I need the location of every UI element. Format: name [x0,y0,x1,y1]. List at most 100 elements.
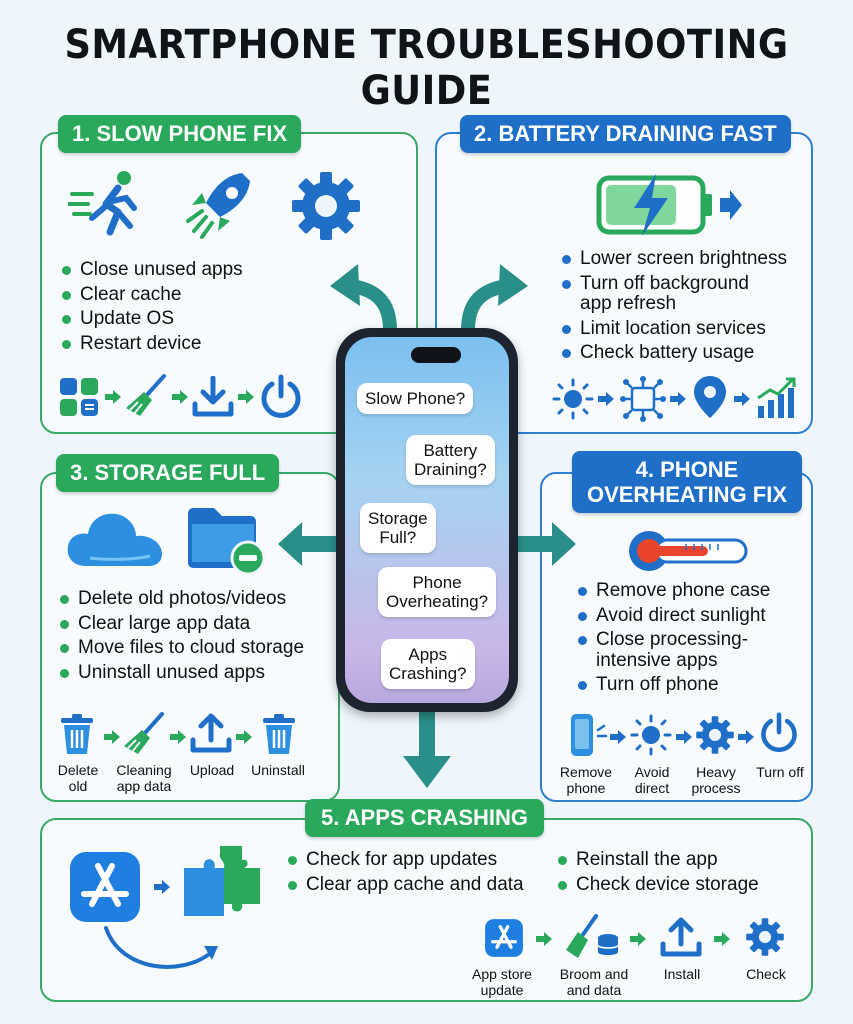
apps-crashing-panel [40,818,813,1002]
flow-label: app data [116,778,172,794]
list-item: Delete old photos/videos [58,587,304,612]
battery-icon [596,172,746,238]
gear-icon [694,714,736,756]
trash-icon [260,714,298,756]
list-item: Turn off phone [576,673,770,698]
slow-phone-tag: 1. SLOW PHONE FIX [58,115,302,153]
arrow-right-icon [170,730,186,744]
overheating-tag-line: OVERHEATING FIX [586,482,788,507]
question-bubble: Apps Crashing? [381,639,475,689]
overheating-tag-line: 4. PHONE [635,457,739,482]
download-icon [192,376,234,418]
usage-chart-icon [754,376,798,420]
bubble-text: Slow Phone? [365,389,466,408]
flow-label: Broom and [559,966,629,982]
flow-label: Turn off [756,764,804,780]
power-icon [758,712,800,754]
list-item: Avoid direct sunlight [576,604,770,629]
flow-label: phone [566,780,606,796]
list-item: app refresh [580,293,677,314]
page-title: SMARTPHONE TROUBLESHOOTING GUIDE [64,22,789,114]
phone-notch [411,347,461,363]
flow-label: Cleaning [116,762,172,778]
flow-label: Check [746,966,786,982]
gear-icon [288,168,364,244]
app-store-icon [484,918,524,958]
list-item: Close processing- [576,628,770,653]
apps-crashing-tag: 5. APPS CRASHING [305,799,545,837]
curved-arrow-icon [100,920,230,980]
list-item: Clear cache [60,283,243,308]
cloud-icon [64,506,166,570]
arrow-right-icon [676,730,692,744]
arrow-to-apps-crashing [403,710,451,795]
bubble-text: Full? [379,528,417,547]
arrow-right-icon [598,392,614,406]
broom-icon [124,374,168,418]
flow-label: process [691,780,741,796]
flow-label: and data [566,982,622,998]
bubble-text: Apps [408,645,448,664]
apps-crashing-steps-left: Check for app updates Clear app cache an… [286,848,524,897]
arrow-right-icon [236,730,252,744]
list-item: Move files to cloud storage [58,636,304,661]
power-icon [258,374,304,420]
flow-label: direct [634,780,670,796]
flow-label: Uninstall [251,762,305,778]
flow-label: update [480,982,524,998]
arrow-right-icon [738,730,754,744]
overheating-steps: Remove phone case Avoid direct sunlight … [576,579,770,698]
broom-data-icon [566,914,620,960]
flow-label: Avoid [634,764,670,780]
overheating-tag: 4. PHONE OVERHEATING FIX [572,451,802,513]
sun-icon [552,378,594,420]
arrow-right-icon [610,730,626,744]
list-item: intensive apps [596,649,718,671]
arrow-right-icon [238,390,254,404]
list-item: Update OS [60,307,243,332]
slow-phone-steps: Close unused apps Clear cache Update OS … [60,258,243,356]
flow-label: old [68,778,88,794]
arrow-to-storage [278,522,340,571]
running-person-icon [68,168,148,240]
bubble-text: Draining? [414,460,487,479]
arrow-to-overheating [514,522,576,571]
arrow-right-icon [104,730,120,744]
folder-minus-icon [184,500,270,580]
storage-tag: 3. STORAGE FULL [56,454,280,492]
list-item: Clear app cache and data [286,873,524,898]
question-bubble: Storage Full? [360,503,436,553]
apps-crashing-steps-right: Reinstall the app Check device storage [556,848,759,897]
central-phone: Slow Phone? Battery Draining? Storage Fu… [336,328,518,712]
question-bubble: Phone Overheating? [378,567,497,617]
flow-label: App store [472,966,532,982]
list-item: Check device storage [556,873,759,898]
gear-icon [744,916,786,958]
list-item: Remove phone case [576,579,770,604]
flow-label: Delete [57,762,99,778]
arrow-right-icon [670,392,686,406]
phone-screen: Slow Phone? Battery Draining? Storage Fu… [345,337,509,703]
arrow-right-icon [172,390,188,404]
list-item: Lower screen brightness [560,247,787,272]
list-item: Limit location services [560,317,787,342]
question-bubble: Slow Phone? [357,383,474,414]
upload-icon [190,712,232,754]
list-item: Close unused apps [60,258,243,283]
bubble-text: Storage [368,509,428,528]
location-pin-icon [692,374,728,420]
apps-grid-icon [58,376,100,418]
network-icon [620,376,666,422]
arrow-right-icon [714,932,730,946]
broom-icon [122,712,166,756]
battery-steps: Lower screen brightness Turn off backgro… [560,247,787,366]
arrow-to-battery [448,252,538,337]
trash-icon [58,714,96,756]
bubble-text: Battery [423,441,478,460]
flow-label: Heavy [696,764,736,780]
app-store-icon [68,850,142,924]
arrow-right-icon [154,880,170,894]
list-item: Check for app updates [286,848,524,873]
sun-icon [630,714,672,756]
battery-tag: 2. BATTERY DRAINING FAST [460,115,791,153]
